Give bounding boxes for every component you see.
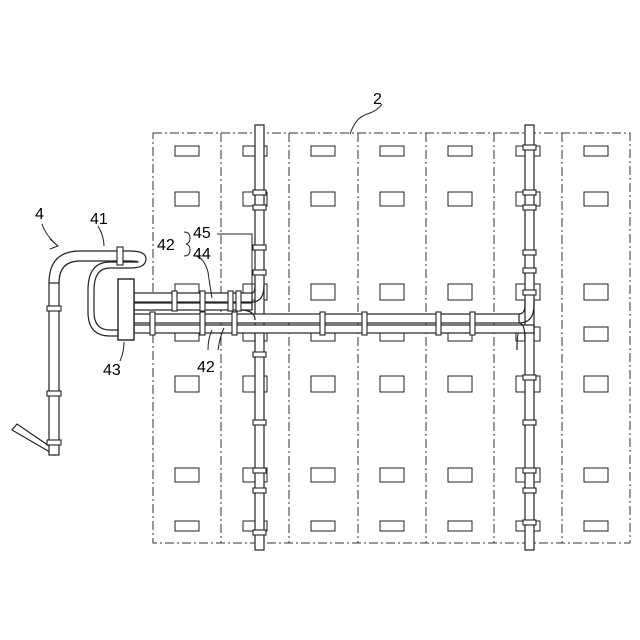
riser-coupling	[523, 520, 536, 525]
brace-42	[184, 232, 190, 256]
leader-4	[42, 224, 58, 246]
panel-marker	[380, 284, 404, 300]
pipe-upper-1	[134, 293, 252, 302]
bundle-coupling	[236, 291, 241, 311]
panel-marker	[311, 468, 335, 482]
label-2: 2	[373, 91, 382, 108]
hose-coupling	[117, 247, 123, 265]
panel-marker	[175, 192, 199, 206]
bundle-coupling	[320, 312, 325, 335]
panel-marker	[311, 376, 335, 392]
panel-marker	[448, 468, 472, 482]
bundle-coupling	[150, 312, 155, 335]
bundle-coupling	[200, 312, 205, 335]
pipe-upper-2	[134, 303, 252, 310]
bundle-coupling	[470, 312, 475, 335]
riser-coupling	[253, 245, 266, 250]
label-41: 41	[90, 211, 108, 228]
label-42-upper: 42	[157, 237, 175, 254]
panel-marker	[448, 146, 472, 156]
bundle-coupling	[362, 312, 367, 335]
riser-coupling	[523, 250, 536, 255]
pipe-joints	[150, 145, 536, 535]
riser-right	[525, 125, 534, 550]
panel-marker	[448, 192, 472, 206]
panel-marker	[380, 376, 404, 392]
riser-coupling	[523, 468, 536, 473]
panel-marker	[584, 327, 608, 341]
panel-marker	[175, 376, 199, 392]
panel-marker	[584, 521, 608, 531]
hose-band	[47, 306, 61, 311]
panel-marker	[380, 468, 404, 482]
leader-41	[98, 226, 104, 246]
riser-left	[255, 125, 264, 550]
riser-coupling	[253, 270, 266, 275]
panel-marker	[311, 192, 335, 206]
bundle-coupling	[228, 291, 233, 311]
riser-coupling	[253, 420, 266, 425]
riser-coupling	[523, 145, 536, 150]
riser-coupling	[523, 375, 536, 380]
pipe-main-horizontal	[134, 314, 519, 323]
label-4: 4	[35, 206, 44, 223]
panel-marker	[448, 376, 472, 392]
label-43: 43	[103, 362, 121, 379]
bundle-coupling	[436, 312, 441, 335]
riser-coupling	[253, 488, 266, 493]
riser-coupling	[523, 205, 536, 210]
panel-marker	[311, 284, 335, 300]
riser-coupling	[523, 190, 536, 195]
panel-marker	[448, 284, 472, 300]
riser-coupling	[523, 420, 536, 425]
arrow-4	[50, 239, 58, 249]
bundle-coupling	[232, 312, 237, 335]
panel-marker	[175, 468, 199, 482]
panel-marker	[584, 284, 608, 300]
panel-marker	[380, 521, 404, 531]
panel-marker	[584, 376, 608, 392]
panel-markers	[175, 146, 608, 531]
panel-marker	[175, 146, 199, 156]
panel-marker	[448, 521, 472, 531]
panel-marker	[380, 192, 404, 206]
panel-marker	[175, 521, 199, 531]
bundle-coupling	[172, 291, 177, 311]
panel-marker	[584, 192, 608, 206]
panel-marker	[380, 146, 404, 156]
hose-band	[47, 440, 61, 445]
label-42-lower: 42	[197, 359, 215, 376]
riser-coupling	[253, 352, 266, 357]
riser-coupling	[523, 268, 536, 273]
riser-coupling	[253, 468, 266, 473]
label-44: 44	[193, 246, 211, 263]
elbow-right-outer	[519, 300, 525, 314]
hose-band	[47, 391, 61, 396]
panel-marker	[311, 521, 335, 531]
panel-marker	[584, 146, 608, 156]
riser-coupling	[253, 190, 266, 195]
riser-coupling	[523, 290, 536, 295]
riser-coupling	[253, 205, 266, 210]
panel-marker	[584, 468, 608, 482]
riser-coupling	[523, 488, 536, 493]
riser-coupling	[253, 530, 266, 535]
bundle-coupling	[200, 291, 205, 311]
manifold-box	[118, 279, 134, 340]
panel-marker	[311, 146, 335, 156]
label-45: 45	[193, 225, 211, 242]
leader-43	[120, 342, 124, 361]
leader-2	[350, 104, 382, 134]
